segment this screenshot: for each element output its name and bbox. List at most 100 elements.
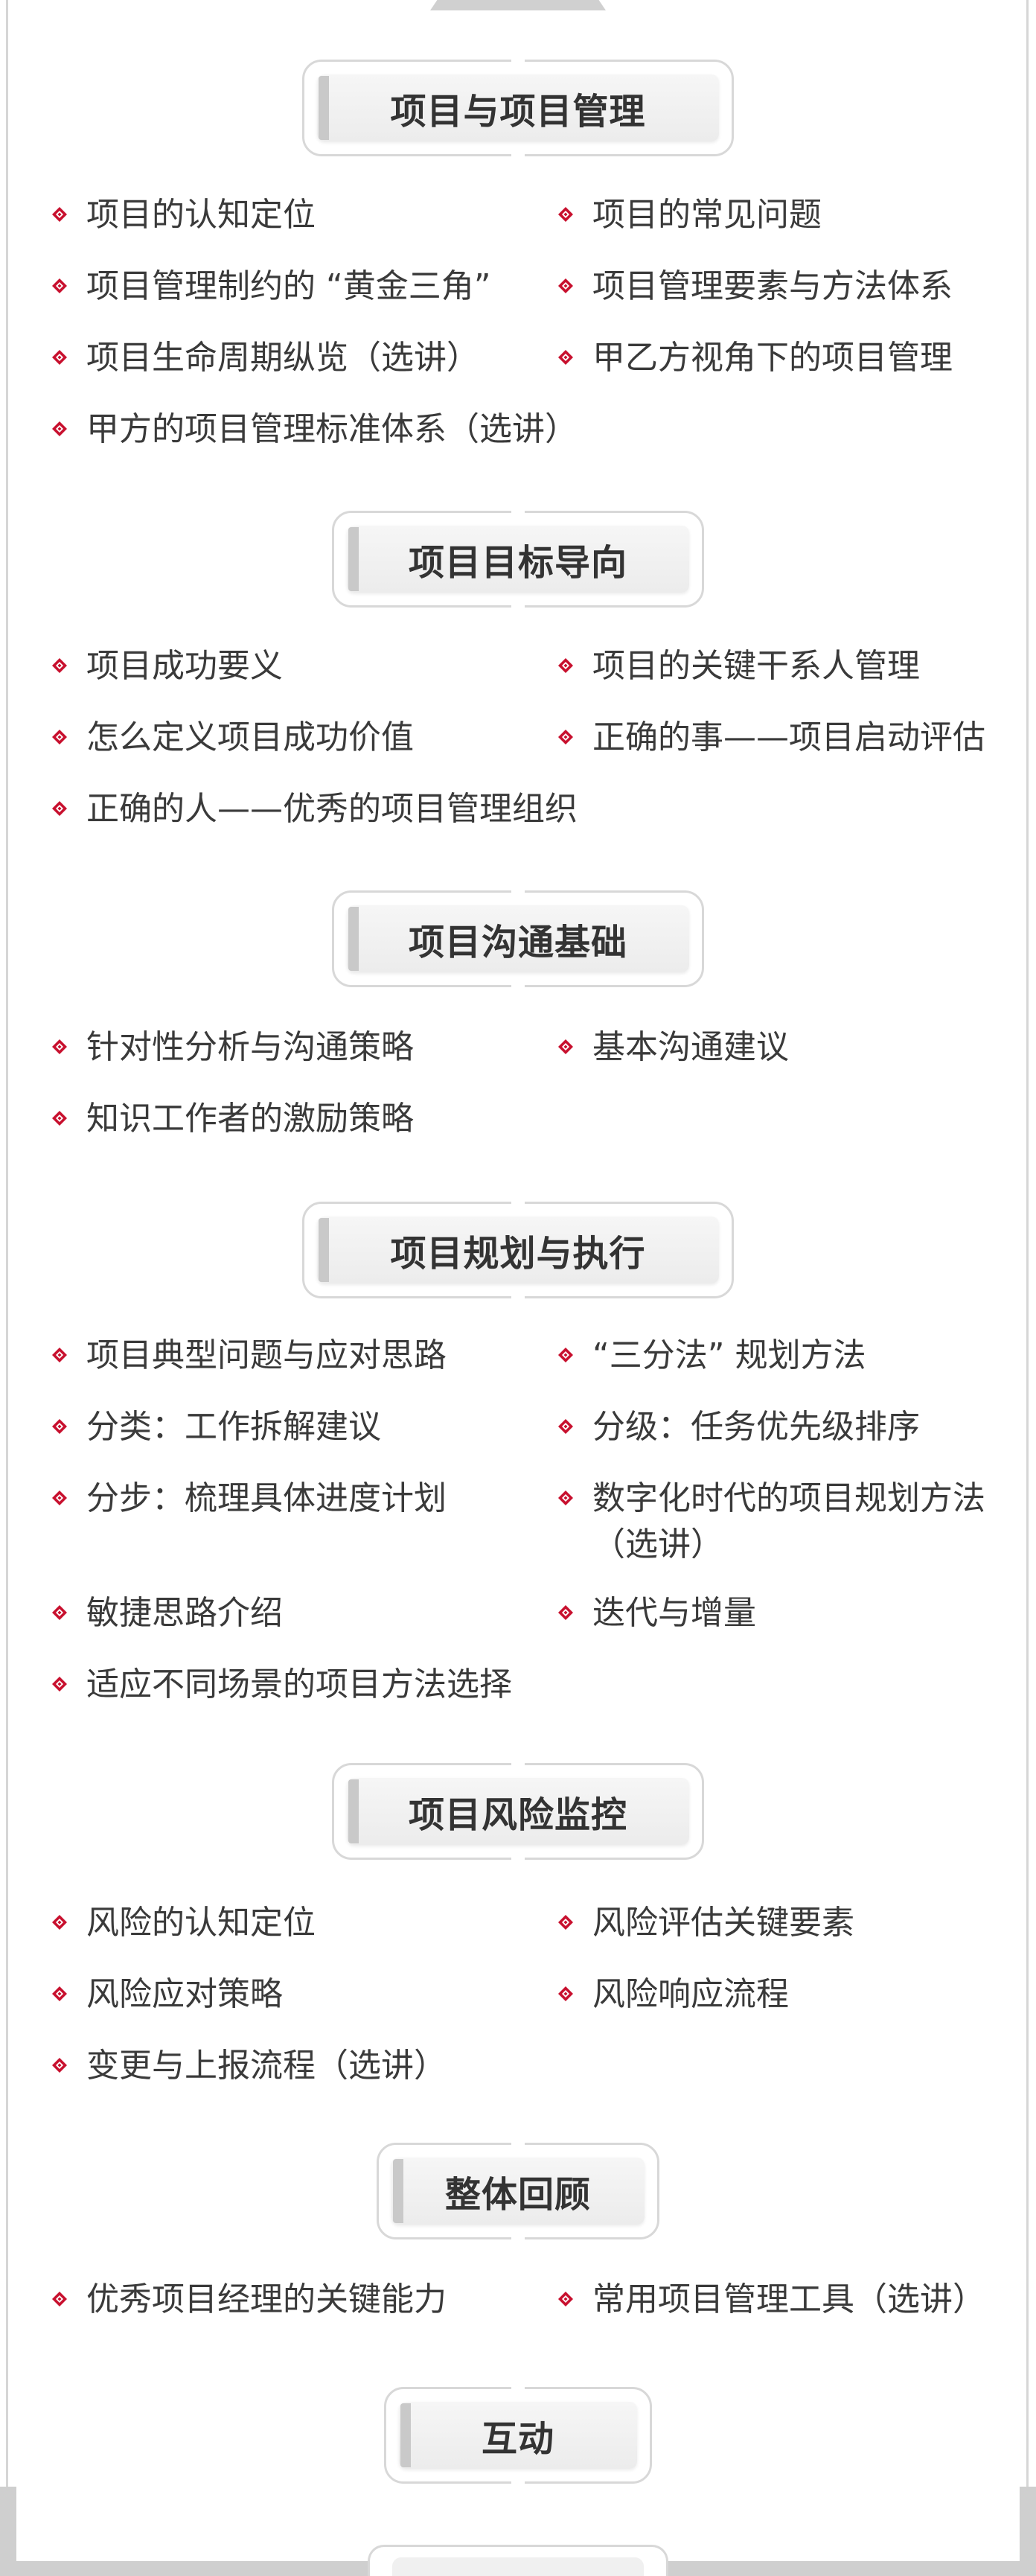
- outline-item: 基本沟通建议: [558, 1024, 789, 1071]
- outline-item-label: 项目成功要义: [86, 647, 283, 685]
- section-header-accent-bar: [393, 2159, 403, 2223]
- outline-item-label: 数字化时代的项目规划方法（选讲）: [592, 1479, 985, 1563]
- section-title: 互动: [481, 2418, 554, 2460]
- outline-item-label: 变更与上报流程（选讲）: [86, 2047, 447, 2085]
- section-header-notch: [511, 984, 525, 989]
- page-frame: [6, 0, 1029, 2576]
- outline-item: 正确的事——项目启动评估: [558, 715, 985, 761]
- outline-item-label: 基本沟通建议: [592, 1028, 789, 1066]
- outline-item: 分级：任务优先级排序: [558, 1404, 920, 1450]
- diamond-bullet-icon: [558, 278, 573, 293]
- diamond-bullet-icon: [52, 658, 67, 673]
- section-header: 项目规划与执行: [302, 1200, 734, 1300]
- section-title: 项目沟通基础: [408, 922, 627, 963]
- outline-item: 项目成功要义: [52, 643, 283, 689]
- bottom-right-decoration: [1020, 2487, 1036, 2576]
- diamond-bullet-icon: [558, 1605, 573, 1620]
- outline-item-label: 迭代与增量: [592, 1594, 756, 1632]
- section-header-plate: [317, 1217, 719, 1284]
- diamond-bullet-icon: [52, 1419, 67, 1434]
- outline-item: 风险应对策略: [52, 1971, 283, 2018]
- outline-item: 优秀项目经理的关键能力: [52, 2277, 447, 2323]
- section-header-notch: [511, 153, 525, 158]
- outline-item: 针对性分析与沟通策略: [52, 1024, 414, 1071]
- section-header-plate: [347, 1778, 689, 1845]
- diamond-bullet-icon: [558, 1348, 573, 1362]
- section-header-plate: [317, 74, 719, 141]
- outline-item-label: 项目典型问题与应对思路: [86, 1336, 447, 1374]
- outline-item: 风险响应流程: [558, 1971, 789, 2018]
- diamond-bullet-icon: [558, 1491, 573, 1505]
- diamond-bullet-icon: [52, 1915, 67, 1930]
- section-header-notch: [511, 1295, 525, 1300]
- diamond-bullet-icon: [52, 1986, 67, 2001]
- top-decoration-tab: [430, 0, 606, 10]
- section-title: 项目与项目管理: [390, 91, 646, 133]
- section-header-accent-bar: [348, 1779, 359, 1843]
- section-header: 项目目标导向: [332, 509, 704, 609]
- section-header: 项目风险监控: [332, 1762, 704, 1861]
- section-title: 项目规划与执行: [390, 1233, 646, 1275]
- section-header-accent-bar: [400, 2403, 411, 2467]
- diamond-bullet-icon: [558, 1419, 573, 1434]
- outline-item: 知识工作者的激励策略: [52, 1096, 414, 1142]
- section-header-notch: [511, 509, 525, 514]
- outline-item-label: 风险评估关键要素: [592, 1904, 854, 1942]
- bottom-left-decoration: [0, 2487, 16, 2576]
- outline-item-label: 项目管理制约的 “黄金三角”: [86, 267, 491, 305]
- section-header-accent-bar: [348, 527, 359, 591]
- outline-item: 项目典型问题与应对思路: [52, 1333, 447, 1379]
- section-header-accent-bar: [348, 907, 359, 971]
- outline-item: 迭代与增量: [558, 1590, 756, 1636]
- outline-item: 甲方的项目管理标准体系（选讲）: [52, 407, 578, 453]
- outline-item: 适应不同场景的项目方法选择: [52, 1662, 512, 1708]
- diamond-bullet-icon: [558, 1039, 573, 1054]
- outline-item-label: 常用项目管理工具（选讲）: [592, 2280, 985, 2318]
- diamond-bullet-icon: [52, 1348, 67, 1362]
- section-title: 项目目标导向: [408, 542, 627, 584]
- outline-item: 项目的常见问题: [558, 192, 822, 238]
- bottom-decoration-tab: [368, 2545, 668, 2576]
- outline-item-label: 适应不同场景的项目方法选择: [86, 1665, 512, 1703]
- outline-item-label: 正确的人——优秀的项目管理组织: [86, 790, 578, 828]
- section-header-notch: [511, 1762, 525, 1766]
- section-header-accent-bar: [319, 76, 329, 140]
- outline-item: 项目管理要素与方法体系: [558, 264, 953, 310]
- outline-item: 数字化时代的项目规划方法（选讲）: [558, 1476, 1009, 1568]
- section-header: 互动: [384, 2385, 652, 2485]
- diamond-bullet-icon: [558, 1915, 573, 1930]
- outline-item: 项目的关键干系人管理: [558, 643, 920, 689]
- outline-item: 变更与上报流程（选讲）: [52, 2043, 447, 2089]
- diamond-bullet-icon: [52, 1677, 67, 1692]
- outline-item-label: 敏捷思路介绍: [86, 1594, 283, 1632]
- outline-item: 正确的人——优秀的项目管理组织: [52, 786, 578, 832]
- section-header: 项目沟通基础: [332, 889, 704, 989]
- section-header-notch: [511, 605, 525, 609]
- diamond-bullet-icon: [558, 658, 573, 673]
- outline-item-label: 风险应对策略: [86, 1975, 283, 2013]
- diamond-bullet-icon: [52, 2058, 67, 2073]
- outline-item-label: 项目的常见问题: [592, 196, 822, 234]
- diamond-bullet-icon: [558, 1986, 573, 2001]
- section-header-accent-bar: [319, 1218, 329, 1282]
- outline-item-label: 风险响应流程: [592, 1975, 789, 2013]
- section-header-notch: [511, 1200, 525, 1205]
- outline-item-label: 知识工作者的激励策略: [86, 1100, 414, 1138]
- diamond-bullet-icon: [52, 350, 67, 365]
- diamond-bullet-icon: [52, 278, 67, 293]
- diamond-bullet-icon: [52, 730, 67, 745]
- diamond-bullet-icon: [52, 1111, 67, 1126]
- outline-item-label: 分类：工作拆解建议: [86, 1408, 381, 1446]
- outline-item: 敏捷思路介绍: [52, 1590, 283, 1636]
- diamond-bullet-icon: [52, 207, 67, 222]
- diamond-bullet-icon: [52, 2292, 67, 2306]
- outline-item: 项目生命周期纵览（选讲）: [52, 335, 479, 381]
- diamond-bullet-icon: [52, 1491, 67, 1505]
- outline-item: 分类：工作拆解建议: [52, 1404, 381, 1450]
- outline-item-label: 优秀项目经理的关键能力: [86, 2280, 447, 2318]
- section-header-plate: [347, 905, 689, 972]
- outline-item-label: 项目的认知定位: [86, 196, 316, 234]
- section-header-plate: [391, 2158, 645, 2225]
- diamond-bullet-icon: [52, 801, 67, 816]
- outline-item-label: 正确的事——项目启动评估: [592, 718, 985, 756]
